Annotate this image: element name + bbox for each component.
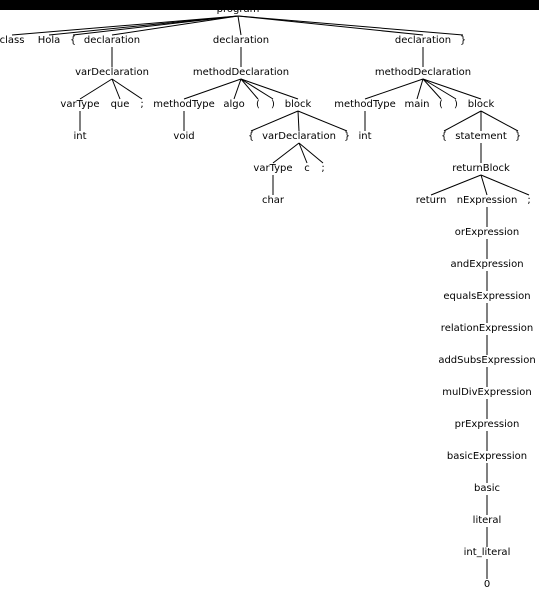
edge-block1-lbrace2 <box>250 110 299 132</box>
node-vardecl2: varDeclaration <box>262 131 336 142</box>
node-void: void <box>173 131 195 142</box>
edge-methoddecl1-methodtype1 <box>183 78 242 100</box>
edge-methoddecl2-methodtype2 <box>364 78 424 100</box>
edge-methoddecl1-block1 <box>240 78 299 100</box>
node-decl3: declaration <box>394 35 452 46</box>
edge-methoddecl2-block2 <box>422 78 482 100</box>
node-addsubsexpression: addSubsExpression <box>438 355 536 366</box>
node-rbrace3: } <box>514 131 522 142</box>
node-statement: statement <box>455 131 507 142</box>
node-char: char <box>261 195 285 206</box>
node-semi2: ; <box>321 163 325 174</box>
edge-vardecl1-semi1 <box>111 78 143 100</box>
node-zero: 0 <box>483 579 491 590</box>
edge-methoddecl1-algo <box>233 78 242 100</box>
edge-program-lbrace1 <box>72 15 239 36</box>
parse-tree-edges <box>11 15 530 579</box>
node-lparen1: ( <box>256 99 260 110</box>
node-literal: literal <box>472 515 502 526</box>
parse-tree-canvas: program class Hola { declaration declara… <box>0 10 539 591</box>
node-lbrace1: { <box>69 35 77 46</box>
node-vartype1: varType <box>60 99 100 110</box>
edge-methoddecl2-lparen2 <box>422 78 442 100</box>
edge-vardecl1-vartype1 <box>79 78 113 100</box>
node-block2: block <box>467 99 495 110</box>
node-lbrace3: { <box>440 131 448 142</box>
edge-program-decl1 <box>111 15 239 36</box>
node-lparen2: ( <box>439 99 443 110</box>
edge-vardecl2-vartype2 <box>272 142 300 164</box>
edge-vardecl1-que <box>111 78 121 100</box>
edge-block2-rbrace3 <box>480 110 519 132</box>
edge-block1-vardecl2 <box>297 110 300 132</box>
node-hola: Hola <box>37 35 61 46</box>
node-prexpression: prExpression <box>454 419 520 430</box>
node-program: program <box>216 10 261 16</box>
node-c: c <box>304 163 310 174</box>
node-rparen1: ) <box>271 99 275 110</box>
node-block1: block <box>284 99 312 110</box>
edge-vardecl2-semi2 <box>298 142 324 164</box>
node-basic: basic <box>474 483 500 494</box>
node-semi3: ; <box>527 195 531 206</box>
edge-program-rbrace1 <box>237 15 464 36</box>
node-nexpression: nExpression <box>456 195 518 206</box>
node-main: main <box>404 99 430 110</box>
node-lbrace2: { <box>247 131 255 142</box>
node-que: que <box>110 99 130 110</box>
edge-vardecl2-c <box>298 142 308 164</box>
edge-program-decl2 <box>237 15 242 36</box>
edge-program-class <box>11 15 239 36</box>
node-rparen2: ) <box>454 99 458 110</box>
node-returnblock: returnBlock <box>452 163 510 174</box>
edge-returnblock-semi3 <box>480 174 530 196</box>
edge-methoddecl2-main <box>416 78 424 100</box>
edge-program-decl3 <box>237 15 424 36</box>
node-andexpression: andExpression <box>450 259 524 270</box>
node-rbrace2: } <box>343 131 351 142</box>
node-vartype2: varType <box>253 163 293 174</box>
edge-methoddecl1-rparen1 <box>240 78 274 100</box>
node-return: return <box>415 195 447 206</box>
node-algo: algo <box>223 99 245 110</box>
node-semi1: ; <box>140 99 144 110</box>
node-decl1: declaration <box>83 35 141 46</box>
node-muldivexpression: mulDivExpression <box>442 387 532 398</box>
node-int1: int <box>73 131 87 142</box>
node-int2: int <box>358 131 372 142</box>
edge-returnblock-return <box>430 174 482 196</box>
node-vardecl1: varDeclaration <box>75 67 149 78</box>
node-class: class <box>0 35 25 46</box>
node-relationexpression: relationExpression <box>440 323 534 334</box>
edge-returnblock-nexpression <box>480 174 488 196</box>
node-methodtype1: methodType <box>153 99 215 110</box>
node-methoddecl2: methodDeclaration <box>374 67 472 78</box>
edge-methoddecl1-lparen1 <box>240 78 259 100</box>
node-basicexpression: basicExpression <box>446 451 528 462</box>
node-rbrace1: } <box>459 35 467 46</box>
edge-methoddecl2-rparen2 <box>422 78 457 100</box>
node-methodtype2: methodType <box>334 99 396 110</box>
node-intliteral: int_literal <box>463 547 511 558</box>
node-methoddecl1: methodDeclaration <box>192 67 290 78</box>
node-decl2: declaration <box>212 35 270 46</box>
node-equalsexpression: equalsExpression <box>443 291 531 302</box>
node-orexpression: orExpression <box>454 227 520 238</box>
edge-block1-rbrace2 <box>297 110 348 132</box>
edge-block2-lbrace3 <box>443 110 482 132</box>
